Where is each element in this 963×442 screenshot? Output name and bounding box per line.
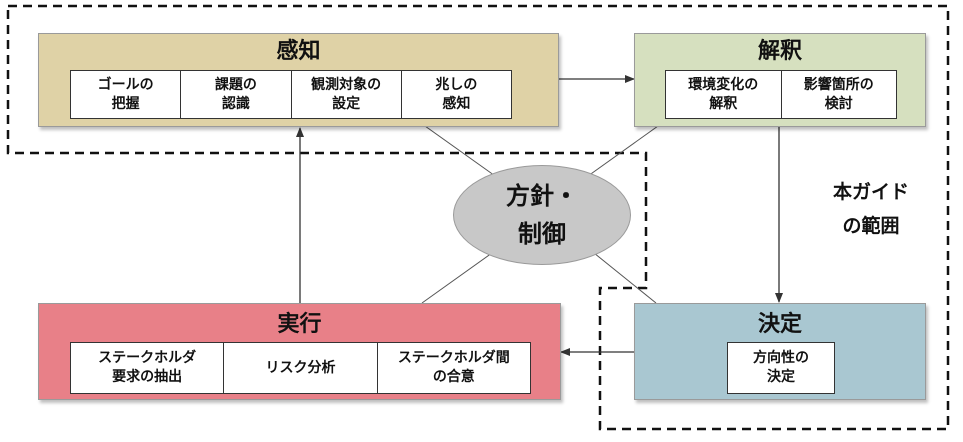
interpret-item-environment: 環境変化の 解釈 — [688, 76, 759, 112]
sense-items: ゴールの 把握 課題の 認識 観測対象の 設定 兆しの 感知 — [70, 70, 512, 119]
decide-box: 決定 方向性の 決定 — [634, 303, 926, 400]
spoke-sense — [424, 125, 499, 179]
interpret-item-impact: 影響箇所の 検討 — [780, 71, 897, 118]
policy-control-hub: 方針・ 制御 — [453, 165, 631, 265]
execute-item-risk: リスク分析 — [223, 343, 376, 393]
execute-box: 実行 ステークホルダ 要求の抽出 リスク分析 ステークホルダ間 の合意 — [38, 303, 561, 400]
interpret-box: 解釈 環境変化の 解釈 影響箇所の 検討 — [634, 33, 926, 127]
sense-box: 感知 ゴールの 把握 課題の 認識 観測対象の 設定 兆しの 感知 — [38, 33, 559, 127]
execute-item-consensus: ステークホルダ間 の合意 — [376, 343, 530, 393]
spoke-decide — [593, 252, 657, 304]
sense-title: 感知 — [276, 39, 321, 64]
sense-item-signs: 兆しの 感知 — [400, 71, 511, 118]
decide-items: 方向性の 決定 — [727, 342, 835, 394]
execute-item-requirements: ステークホルダ 要求の抽出 — [98, 350, 197, 385]
decide-title: 決定 — [757, 312, 802, 337]
guide-scope-outline — [6, 4, 950, 431]
interpret-title: 解釈 — [757, 39, 802, 64]
execute-items: ステークホルダ 要求の抽出 リスク分析 ステークホルダ間 の合意 — [70, 342, 531, 394]
spoke-interpret — [587, 125, 659, 177]
spoke-execute — [421, 252, 493, 304]
guide-scope-label: 本ガイド の範囲 — [832, 181, 909, 237]
decide-item-direction: 方向性の 決定 — [753, 350, 809, 385]
sense-item-goal: ゴールの 把握 — [97, 76, 154, 112]
sense-item-issue: 課題の 認識 — [180, 71, 290, 118]
interpret-items: 環境変化の 解釈 影響箇所の 検討 — [665, 70, 897, 119]
execute-title: 実行 — [277, 312, 322, 337]
sense-item-observation: 観測対象の 設定 — [290, 71, 401, 118]
